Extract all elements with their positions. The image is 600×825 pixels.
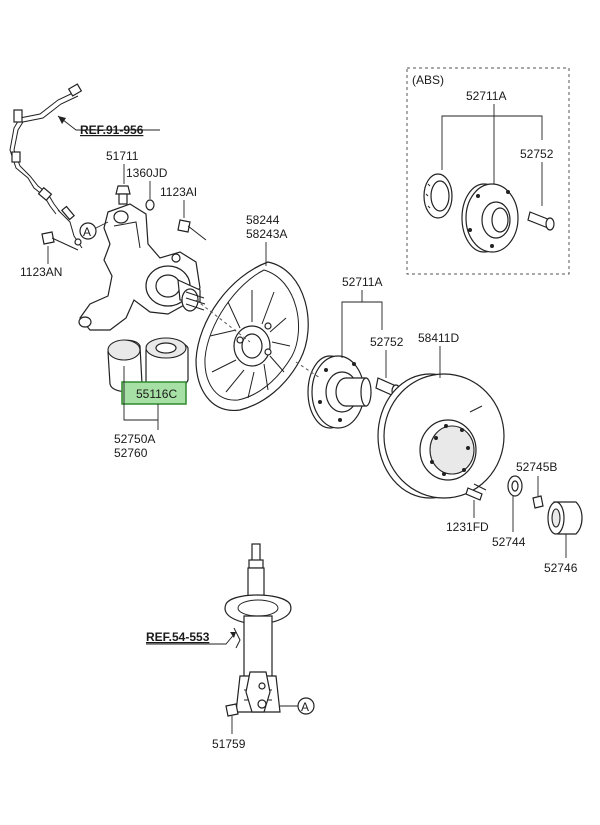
washer-52744: 52744	[492, 475, 526, 549]
label-51711: 51711	[106, 149, 139, 163]
bolt-1123ai: 1123AI	[160, 185, 207, 241]
cap-52746: 52746	[544, 501, 583, 575]
label-1231fd: 1231FD	[446, 520, 489, 534]
nut-52745b: 52745B	[516, 460, 557, 509]
callout-a-knuckle-label: A	[83, 225, 91, 239]
bolt-1123an: 1123AN	[20, 231, 79, 279]
ref-91-956[interactable]: REF.91-956	[57, 115, 160, 137]
label-1123ai: 1123AI	[160, 185, 197, 199]
label-52745b: 52745B	[516, 460, 557, 474]
label-58411d: 58411D	[418, 331, 459, 345]
ref-54-553[interactable]: REF.54-553	[146, 630, 237, 645]
nut-51759: 51759	[212, 703, 246, 751]
bolt-51711: 51711	[106, 149, 139, 205]
brake-disc-58411d	[377, 373, 505, 499]
label-1123an: 1123AN	[20, 265, 62, 279]
label-52752: 52752	[370, 335, 404, 349]
abs-sensor-wire	[9, 83, 83, 249]
abs-inset-bolt-label: 52752	[520, 147, 554, 161]
dust-shield-labels: 58244 58243A	[246, 213, 287, 266]
dust-shield	[195, 261, 309, 411]
bushing-labels: 52750A 52760	[114, 366, 159, 460]
callout-a-strut[interactable]: A	[280, 697, 315, 715]
callout-a-knuckle[interactable]: A	[79, 221, 109, 240]
label-52711a: 52711A	[342, 275, 382, 289]
strut-assembly	[224, 543, 292, 713]
abs-inset-hub-label: 52711A	[466, 89, 506, 103]
label-52746: 52746	[544, 561, 578, 575]
ref-91-956-label[interactable]: REF.91-956	[80, 123, 144, 137]
label-55116c[interactable]: 55116C	[136, 387, 177, 401]
hub-labels: 52711A 52752	[341, 275, 404, 378]
disc-labels: 58411D	[418, 331, 459, 378]
wheel-hub-52711a	[307, 355, 372, 429]
label-51759: 51759	[212, 737, 246, 751]
label-58244: 58244	[246, 213, 280, 227]
label-1360jd: 1360JD	[126, 166, 168, 180]
bushing-55116c	[145, 337, 189, 390]
label-52760: 52760	[114, 446, 148, 460]
label-52744: 52744	[492, 535, 526, 549]
abs-inset-title: (ABS)	[412, 73, 444, 87]
washer-1360jd: 1360JD	[126, 166, 168, 211]
screw-1231fd: 1231FD	[446, 487, 489, 534]
label-58243a: 58243A	[246, 227, 287, 241]
callout-a-strut-label: A	[301, 700, 309, 714]
label-55116c-box[interactable]: 55116C	[121, 381, 187, 405]
abs-inset: (ABS) 52711A 52752	[406, 67, 570, 275]
axis-line-hub	[295, 361, 321, 379]
label-52750a: 52750A	[114, 432, 155, 446]
ref-54-553-label[interactable]: REF.54-553	[146, 630, 210, 644]
steering-knuckle	[78, 203, 206, 331]
